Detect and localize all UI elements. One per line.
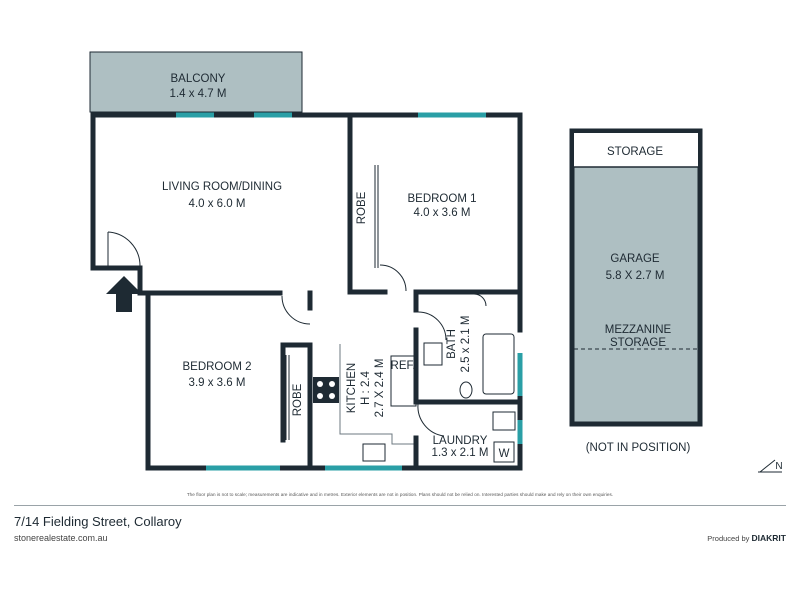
- mezzanine-label-1: MEZZANINE: [605, 324, 672, 336]
- floor-plan: BALCONY 1.4 x 4.7 M LIVING ROOM/DINING 4…: [89, 51, 783, 473]
- disclaimer-text: The floor plan is not to scale; measurem…: [186, 492, 614, 497]
- bathtub: [482, 333, 515, 395]
- kitchen-label: KITCHEN: [346, 363, 358, 413]
- entry-arrow-icon: [106, 276, 142, 312]
- balcony-area: [89, 51, 303, 113]
- garage-label: GARAGE: [610, 253, 660, 265]
- living-label: LIVING ROOM/DINING: [162, 181, 282, 193]
- vanity: [423, 342, 443, 366]
- toilet: [459, 381, 473, 399]
- compass-label: N: [775, 461, 782, 472]
- kitchen-height: H : 2.4: [360, 370, 372, 404]
- balcony-label: BALCONY: [171, 73, 226, 85]
- garage-note: (NOT IN POSITION): [586, 442, 691, 454]
- walls: [90, 112, 523, 471]
- bedroom1-label: BEDROOM 1: [407, 193, 476, 205]
- laundry-label: LAUNDRY: [433, 435, 488, 447]
- agency-website: stonerealestate.com.au: [14, 533, 108, 543]
- cooktop: [313, 377, 339, 403]
- living-size: 4.0 x 6.0 M: [189, 198, 246, 210]
- kitchen-counter: [339, 344, 416, 445]
- kitchen-sink: [362, 443, 386, 462]
- bedroom2-label: BEDROOM 2: [182, 361, 251, 373]
- laundry-tub: [492, 411, 516, 431]
- laundry-size: 1.3 x 2.1 M: [432, 447, 489, 459]
- garage-block: [569, 128, 703, 427]
- doors: [107, 231, 487, 437]
- garage-size: 5.8 X 2.7 M: [606, 270, 665, 282]
- footer-divider: [14, 505, 786, 506]
- bath-label: BATH: [446, 329, 458, 359]
- credit-prefix: Produced by: [707, 534, 750, 543]
- washer-box: [493, 441, 515, 463]
- robe-bedroom2-label: ROBE: [292, 383, 304, 416]
- bedroom1-size: 4.0 x 3.6 M: [414, 207, 471, 219]
- producer-credit: Produced by DIAKRIT: [707, 533, 786, 543]
- washer-label: W: [499, 448, 510, 460]
- bedroom2-size: 3.9 x 3.6 M: [189, 377, 246, 389]
- property-address: 7/14 Fielding Street, Collaroy: [14, 514, 182, 529]
- storage-label: STORAGE: [607, 146, 663, 158]
- credit-brand: DIAKRIT: [751, 533, 786, 543]
- bath-size: 2.5 x 2.1 M: [460, 316, 472, 373]
- windows: [176, 112, 523, 471]
- robe-bedroom1-label: ROBE: [356, 191, 368, 224]
- kitchen-size: 2.7 X 2.4 M: [374, 359, 386, 418]
- fridge-label: REF.: [391, 360, 416, 372]
- compass-icon: N: [758, 459, 783, 473]
- balcony-size: 1.4 x 4.7 M: [170, 88, 227, 100]
- mezzanine-label-2: STORAGE: [610, 337, 666, 349]
